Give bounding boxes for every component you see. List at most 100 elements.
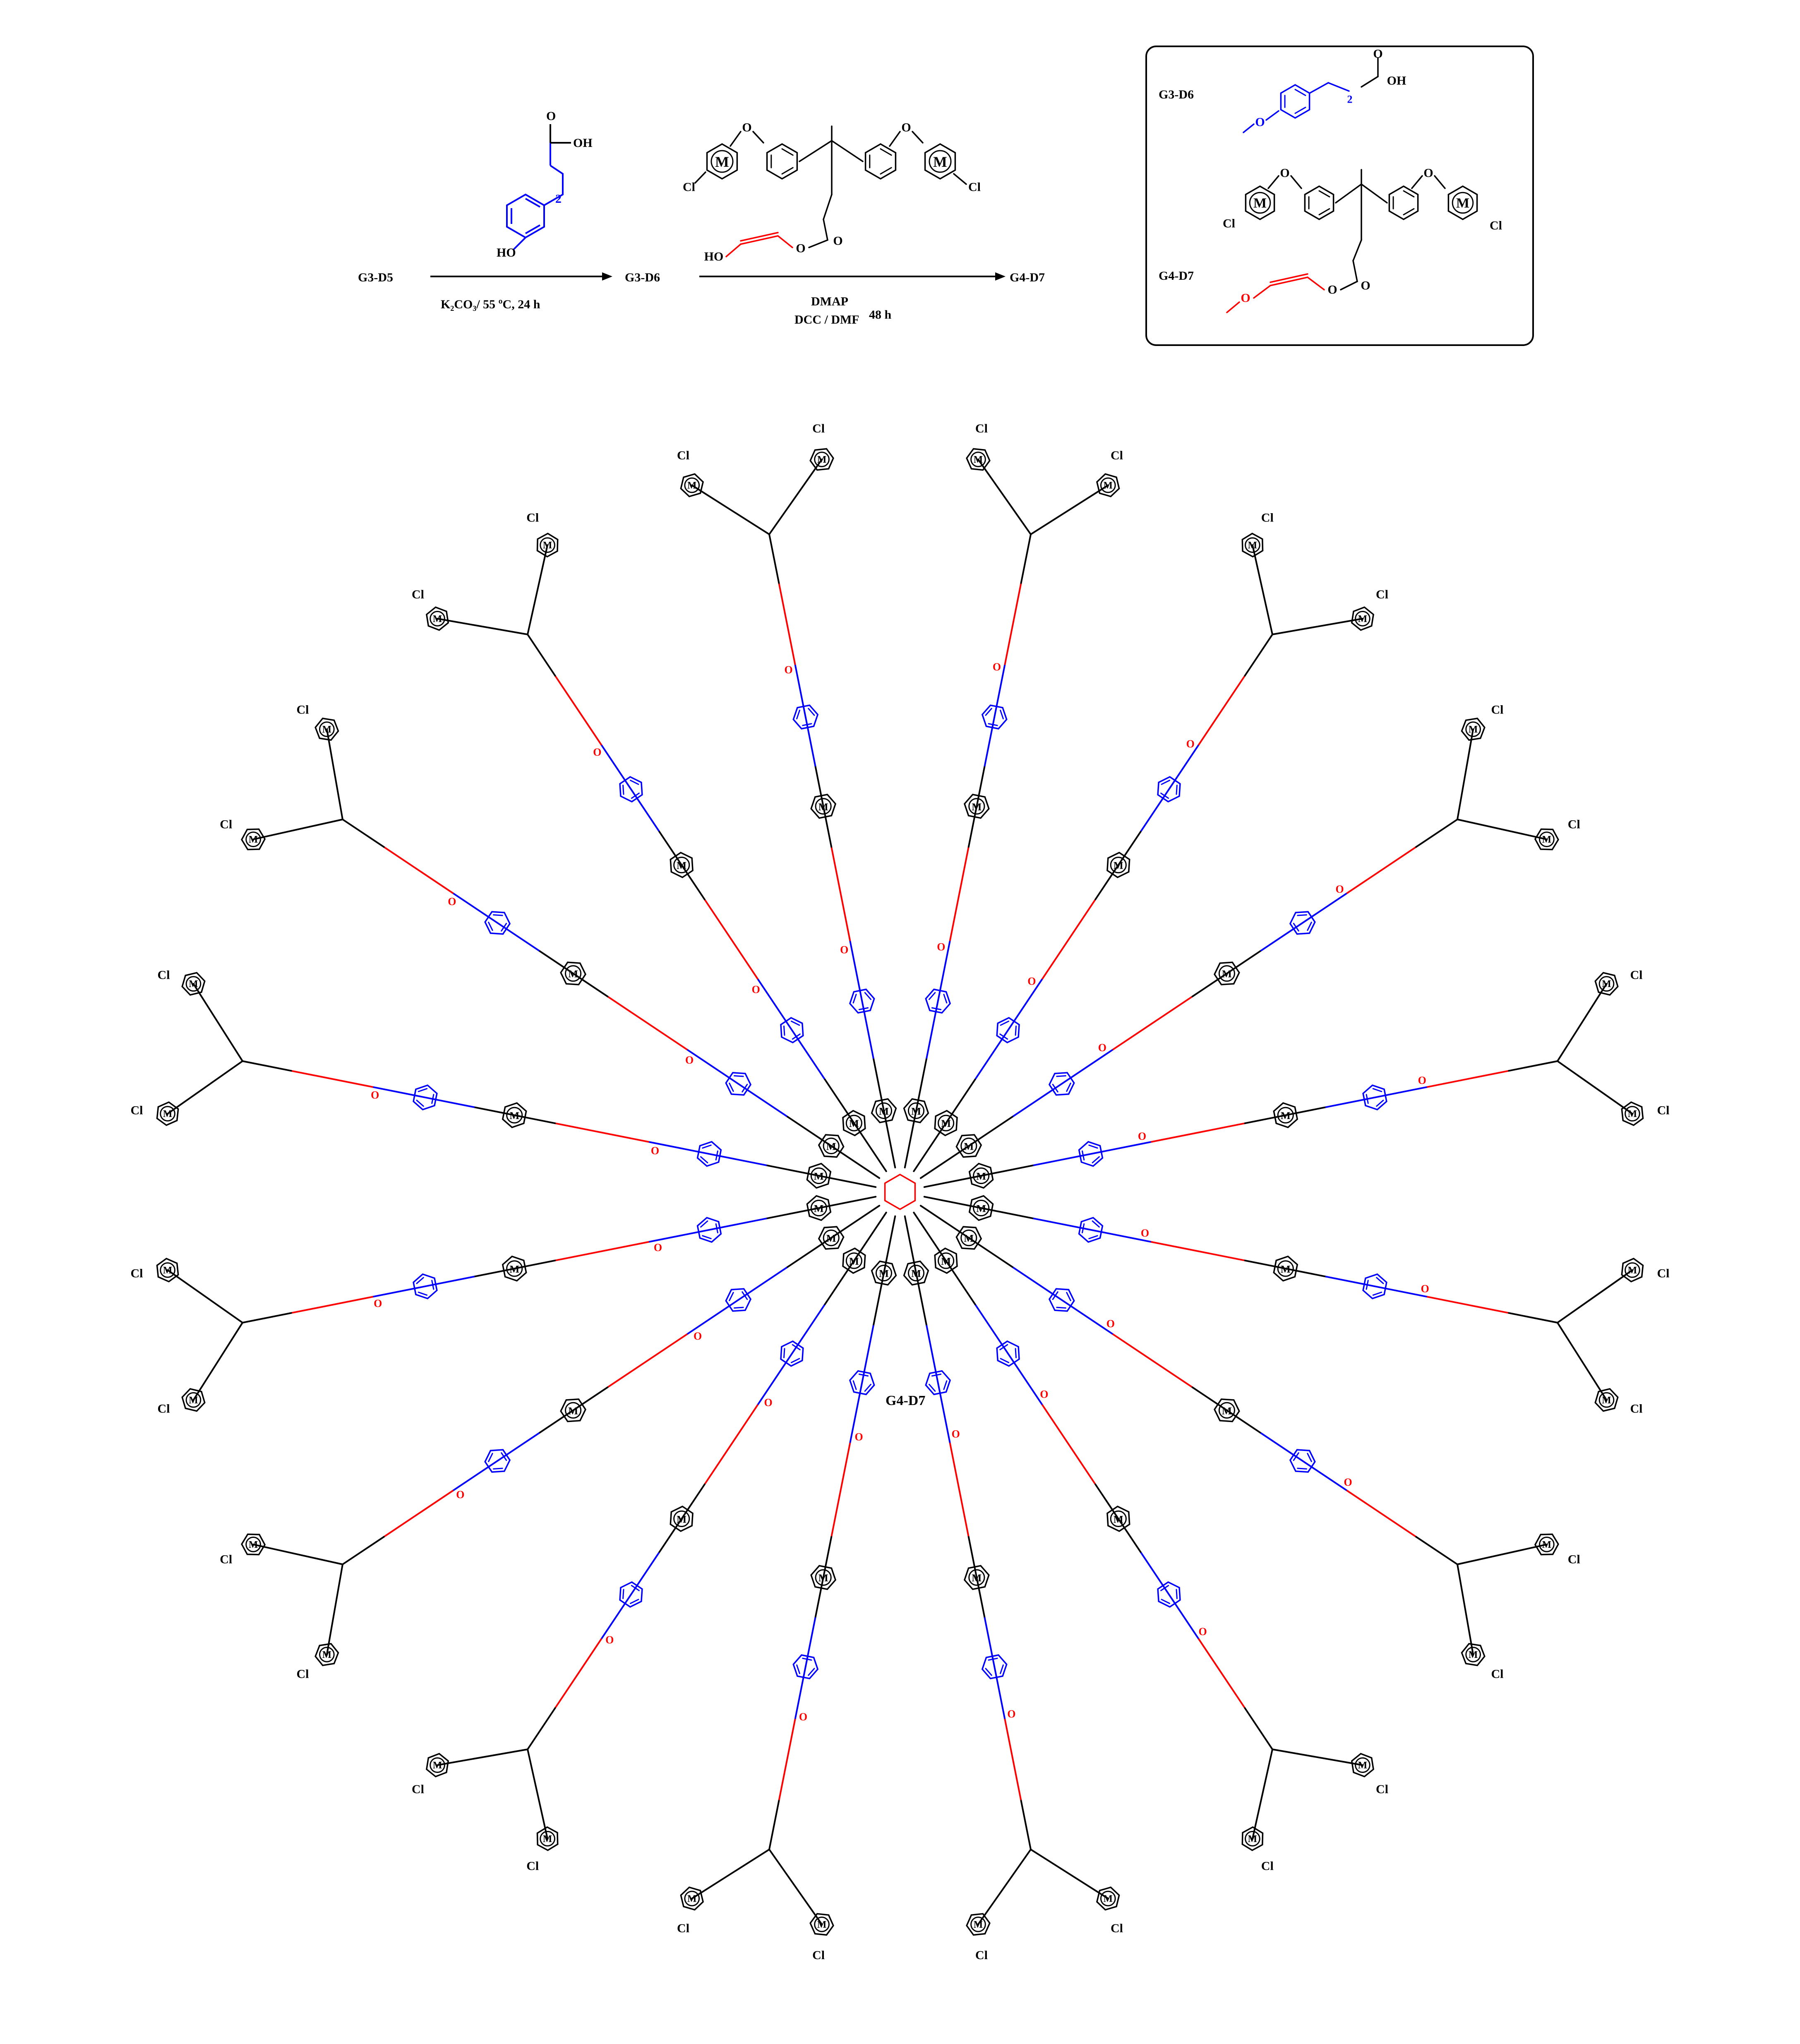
metal-ring-icon: M: [156, 1101, 179, 1126]
metal-letter: M: [568, 1405, 578, 1417]
phenyl-ring-icon: [413, 1273, 438, 1299]
ester-o: O: [799, 1711, 807, 1723]
reagent2-cl-right: Cl: [968, 180, 981, 194]
metal-letter: M: [715, 154, 729, 170]
metal-letter: M: [879, 1105, 889, 1117]
metal-letter: M: [433, 614, 442, 624]
phenyl-ring-icon: [1280, 84, 1310, 119]
metal-ring-icon: M: [1213, 961, 1240, 985]
metal-letter: M: [941, 1255, 951, 1267]
reagent2-cl-left: Cl: [683, 180, 695, 194]
ester-o: O: [1199, 1626, 1207, 1638]
metal-ring-icon: M: [536, 1826, 559, 1851]
ester-o: O: [1106, 1318, 1115, 1330]
metal-letter: M: [1222, 968, 1232, 980]
arrow-step2-head: [995, 272, 1006, 281]
terminal-cl: Cl: [812, 422, 825, 435]
metal-ring-icon: M: [809, 448, 834, 471]
phenyl-ring-icon: [780, 1340, 804, 1367]
metal-letter: M: [849, 1117, 859, 1129]
reagent-hydroxyphenyl-acid: [506, 124, 571, 251]
metal-letter: M: [433, 1760, 442, 1771]
phenyl-ring-icon: [484, 1449, 511, 1473]
metal-ring-icon: M: [1241, 533, 1264, 558]
metal-ring-icon: M: [842, 1247, 866, 1274]
reagent2-carbonyl-o: O: [833, 234, 842, 248]
metal-ring-icon: M: [181, 972, 206, 996]
phenyl-ring-icon: [1157, 1581, 1181, 1608]
metal-ring-icon: M: [241, 828, 266, 850]
reagent2-ho: HO: [704, 250, 724, 264]
terminal-cl: Cl: [812, 1948, 825, 1962]
metal-letter: M: [543, 540, 552, 551]
metal-letter: M: [1358, 1760, 1367, 1771]
label-step1-conditions: K₂CO₃/ 55 ºC, 24 h: [441, 298, 540, 311]
metal-ring-icon: M: [1213, 1398, 1240, 1422]
metal-letter: M: [543, 1834, 552, 1845]
metal-ring-icon: M: [241, 1533, 266, 1556]
metal-letter: M: [249, 1540, 258, 1550]
metal-ring-icon: M: [871, 1260, 897, 1286]
reagent1-ho: HO: [497, 246, 516, 259]
legend-o-right: O: [1423, 166, 1433, 180]
phenyl-ring-icon: [849, 1370, 875, 1395]
metal-ring-icon: M: [968, 1195, 994, 1221]
metal-letter: M: [817, 1919, 826, 1930]
metal-ring-icon: M: [871, 1098, 897, 1124]
metal-letter: M: [1542, 1540, 1551, 1550]
metal-ring-icon: M: [1273, 1255, 1298, 1282]
phenyl-ring-icon: [766, 143, 798, 180]
label-g4-d7-product: G4-D7: [1010, 271, 1045, 284]
metal-ring-icon: M: [314, 718, 339, 741]
metal-ring-icon: M: [924, 143, 956, 180]
terminal-cl: Cl: [526, 1859, 539, 1873]
metal-ring-icon: M: [1461, 718, 1486, 741]
terminal-cl: Cl: [158, 1402, 170, 1415]
metal-letter: M: [1253, 196, 1267, 211]
metal-letter: M: [1602, 979, 1611, 990]
metal-letter: M: [826, 1140, 836, 1152]
metal-ring-icon: M: [818, 1134, 845, 1158]
ester-o: O: [1007, 1708, 1015, 1720]
label-start: G3-D5: [358, 271, 393, 284]
terminal-cl: Cl: [1657, 1104, 1670, 1117]
metal-ring-icon: M: [536, 533, 559, 558]
terminal-cl: Cl: [526, 511, 539, 525]
metal-letter: M: [1469, 1650, 1478, 1660]
metal-letter: M: [972, 801, 982, 813]
metal-letter: M: [189, 1395, 198, 1406]
metal-ring-icon: M: [1096, 1886, 1120, 1911]
terminal-cl: Cl: [1568, 1552, 1580, 1566]
ester-o: O: [685, 1054, 694, 1066]
ester-o: O: [1040, 1388, 1048, 1400]
terminal-cl: Cl: [1376, 1782, 1388, 1796]
metal-ring-icon: M: [806, 1195, 832, 1221]
phenyl-ring-icon: [864, 143, 897, 180]
metal-letter: M: [1248, 1834, 1257, 1845]
metal-ring-icon: M: [903, 1098, 929, 1124]
metal-letter: M: [687, 1894, 696, 1905]
legend-linker-o: O: [1241, 291, 1250, 305]
metal-ring-icon: M: [966, 1913, 991, 1936]
ester-o: O: [654, 1242, 662, 1254]
legend-acid-o: O: [1373, 47, 1382, 61]
metal-letter: M: [1104, 1894, 1113, 1905]
terminal-cl: Cl: [220, 1552, 232, 1566]
metal-letter: M: [964, 1140, 974, 1152]
phenyl-ring-icon: [1388, 185, 1419, 221]
metal-letter: M: [1248, 540, 1257, 551]
ester-o: O: [952, 1428, 960, 1440]
legend-cl-left: Cl: [1223, 217, 1235, 231]
phenyl-ring-icon: [1157, 776, 1181, 803]
ester-o: O: [840, 944, 848, 956]
phenyl-ring-icon: [1289, 911, 1316, 935]
ester-o: O: [694, 1330, 702, 1342]
metal-letter: M: [911, 1268, 921, 1280]
metal-ring-icon: M: [680, 473, 704, 497]
